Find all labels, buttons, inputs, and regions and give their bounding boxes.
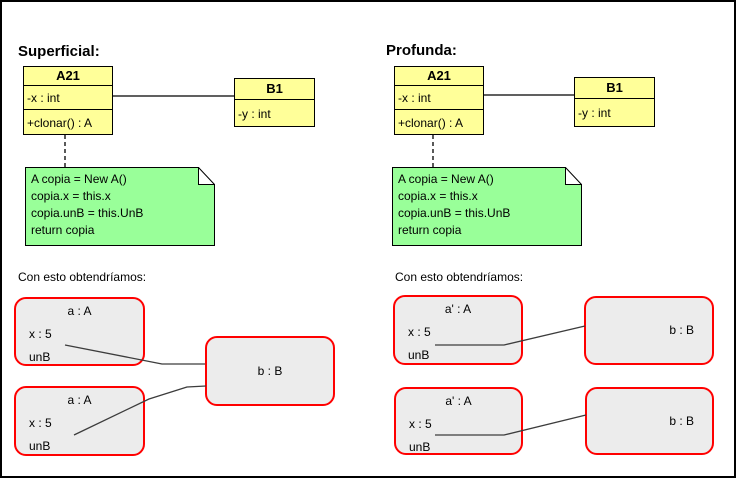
note-fold-icon bbox=[565, 167, 582, 185]
note-line: A copia = New A() bbox=[31, 172, 127, 186]
section-heading-superficial: Superficial: bbox=[18, 43, 100, 60]
note-line: copia.x = this.x bbox=[31, 189, 111, 203]
object-ref-unb: unB bbox=[29, 439, 51, 453]
note-line: copia.unB = this.UnB bbox=[31, 206, 144, 220]
object-box-a-left-2: a : A x : 5 unB bbox=[14, 386, 145, 456]
object-box-a-left-1: a : A x : 5 unB bbox=[14, 297, 145, 366]
note-fold-icon bbox=[198, 167, 215, 185]
note-text: A copia = New A() copia.x = this.x copia… bbox=[31, 171, 195, 239]
note-shape bbox=[392, 167, 582, 246]
class-name: B1 bbox=[575, 78, 654, 99]
note-line: A copia = New A() bbox=[398, 172, 494, 186]
object-ref-unb: unB bbox=[408, 348, 430, 362]
class-attribute: -y : int bbox=[238, 106, 271, 121]
object-title: b : B bbox=[257, 363, 283, 378]
class-attribute: -y : int bbox=[578, 105, 611, 120]
object-attr-x: x : 5 bbox=[409, 417, 432, 431]
note-shape bbox=[25, 167, 215, 246]
class-method: +clonar() : A bbox=[27, 115, 93, 130]
object-title: b : B bbox=[669, 323, 694, 337]
object-box-b-right-1: b : B bbox=[584, 296, 714, 365]
class-name: A21 bbox=[24, 67, 112, 86]
object-title: a : A bbox=[67, 304, 92, 318]
note-line: copia.unB = this.UnB bbox=[398, 206, 511, 220]
class-box-a21-left: A21 -x : int +clonar() : A bbox=[23, 66, 113, 135]
object-box-b-right-2: b : B bbox=[585, 387, 714, 455]
object-ref-unb: unB bbox=[409, 440, 431, 454]
class-method: +clonar() : A bbox=[398, 115, 464, 130]
note-text: A copia = New A() copia.x = this.x copia… bbox=[398, 171, 562, 239]
class-attribute: -x : int bbox=[395, 86, 483, 110]
object-title: a' : A bbox=[445, 394, 472, 408]
object-title: a : A bbox=[67, 393, 92, 407]
object-attr-x: x : 5 bbox=[408, 325, 431, 339]
object-attr-x: x : 5 bbox=[29, 416, 52, 430]
class-name: A21 bbox=[395, 67, 483, 86]
caption-left: Con esto obtendríamos: bbox=[18, 270, 147, 284]
class-box-b1-right: B1 -y : int bbox=[574, 77, 655, 127]
section-heading-profunda: Profunda: bbox=[386, 42, 457, 59]
object-box-a-right-2: a' : A x : 5 unB bbox=[394, 387, 523, 455]
note-line: return copia bbox=[398, 223, 462, 237]
caption-right: Con esto obtendríamos: bbox=[395, 270, 524, 284]
uml-note-right: A copia = New A() copia.x = this.x copia… bbox=[392, 167, 582, 246]
class-box-b1-left: B1 -y : int bbox=[234, 78, 315, 127]
class-box-a21-right: A21 -x : int +clonar() : A bbox=[394, 66, 484, 135]
object-title: b : B bbox=[669, 413, 694, 428]
class-name: B1 bbox=[235, 79, 314, 100]
object-title: a' : A bbox=[444, 302, 472, 316]
object-ref-unb: unB bbox=[29, 350, 51, 364]
object-attr-x: x : 5 bbox=[29, 327, 52, 341]
object-box-b-left: b : B bbox=[205, 336, 335, 406]
uml-note-left: A copia = New A() copia.x = this.x copia… bbox=[25, 167, 215, 246]
class-attribute: -x : int bbox=[24, 86, 112, 110]
note-line: copia.x = this.x bbox=[398, 189, 478, 203]
object-box-a-right-1: a' : A x : 5 unB bbox=[393, 295, 523, 365]
note-line: return copia bbox=[31, 223, 95, 237]
